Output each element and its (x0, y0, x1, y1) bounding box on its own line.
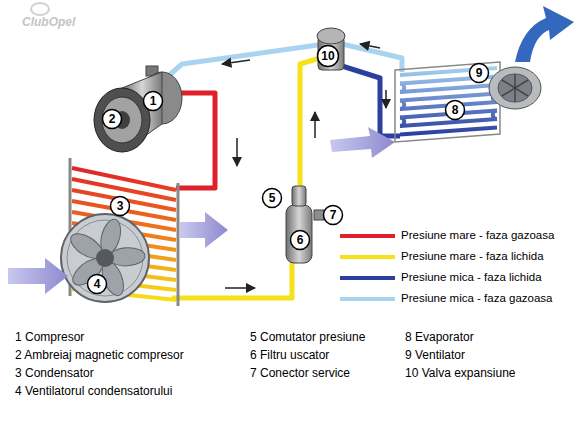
suction-pipe (166, 45, 318, 78)
liquid-pipe (300, 58, 320, 205)
air-flow-arrow (515, 6, 574, 62)
filter-drier (286, 186, 324, 263)
part-name: 5 Comutator presiune (250, 331, 365, 343)
part-name: 1 Compresor (15, 331, 84, 343)
flow-arrows (222, 44, 386, 288)
evaporator-outlet-pipe (342, 44, 402, 72)
watermark: ClubOpel (22, 16, 75, 28)
callout-number: 7 (330, 209, 337, 221)
evaporator-inlet-pipe (342, 66, 400, 136)
callout-number: 1 (150, 95, 157, 107)
callout-number: 8 (452, 104, 459, 116)
legend-row: Presiune mare - faza lichida (340, 251, 544, 263)
part-name: 6 Filtru uscator (250, 349, 329, 361)
expansion-valve (317, 28, 345, 70)
air-flow-arrow (330, 127, 395, 158)
callout-number: 9 (476, 67, 483, 79)
part-name: 8 Evaporator (405, 331, 474, 343)
callout-number: 4 (94, 278, 101, 290)
legend-text: Presiune mare - faza lichida (401, 251, 544, 263)
callout-number: 2 (109, 113, 116, 125)
callout-number: 6 (297, 234, 304, 246)
legend-text: Presiune mica - faza gazoasa (401, 293, 553, 305)
part-name: 3 Condensator (15, 367, 94, 379)
legend-text: Presiune mica - faza lichida (401, 272, 542, 284)
part-name: 9 Ventilator (405, 349, 465, 361)
evaporator (395, 62, 500, 142)
legend-swatch (340, 255, 395, 259)
air-flow-arrow (8, 258, 68, 294)
callout-number: 5 (269, 192, 276, 204)
watermark-logo (31, 3, 49, 15)
part-name: 10 Valva expansiune (405, 367, 516, 379)
part-name: 7 Conector service (250, 367, 350, 379)
liquid-pipe (172, 262, 292, 298)
legend-swatch (340, 276, 395, 280)
legend-swatch (340, 297, 395, 301)
air-flow-arrow (180, 212, 228, 248)
part-name: 4 Ventilatorul condensatorului (15, 385, 172, 397)
compressor (94, 66, 182, 152)
legend-swatch (340, 234, 395, 238)
callout-number: 3 (117, 200, 124, 212)
legend-text: Presiune mare - faza gazoasa (401, 230, 554, 242)
legend-row: Presiune mare - faza gazoasa (340, 230, 554, 242)
callout-number: 10 (321, 50, 334, 62)
legend-row: Presiune mica - faza lichida (340, 272, 542, 284)
condenser-fan (61, 214, 149, 302)
part-name: 2 Ambreiaj magnetic compresor (15, 349, 184, 361)
legend-row: Presiune mica - faza gazoasa (340, 293, 553, 305)
pipes (166, 44, 402, 298)
blower (489, 67, 541, 109)
